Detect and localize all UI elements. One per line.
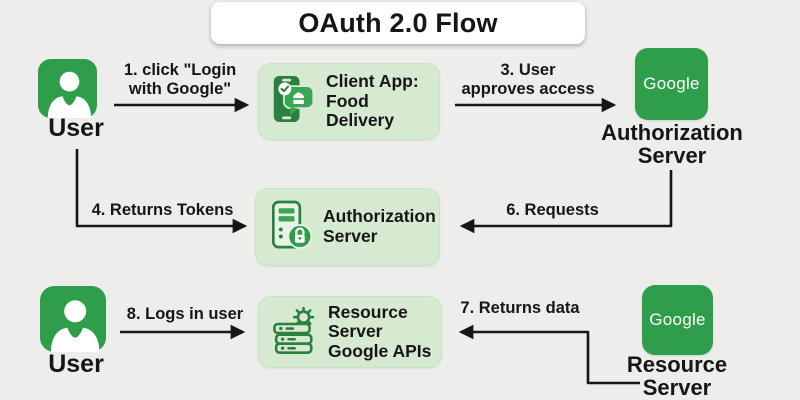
edge-step3-label: 3. User approves access [438,61,618,99]
edge-step8-label: 8. Logs in user [126,305,244,323]
server-gear-icon [271,304,319,361]
diagram-title: OAuth 2.0 Flow [211,2,585,44]
google-resource-label-line: Resource [626,352,728,377]
edge-step4-label: 4. Returns Tokens [91,201,234,219]
client-app-label-line: Food [326,90,369,111]
server-lock-icon [268,199,314,256]
user-bottom-icon [40,286,106,352]
google-resource-logo: Google [642,285,713,355]
diagram-title-text: OAuth 2.0 Flow [298,7,498,38]
google-resource-label-line: Server [642,375,712,400]
resource-server-label-line: Resource [328,301,408,322]
user-top-label: User [48,114,104,142]
resource-server-label: Resource Server Google APIs [328,301,432,362]
edge-step6-label: 6. Requests [506,201,599,219]
google-auth-label-line: Authorization [601,120,743,145]
client-app-label: Client App: Food Delivery [326,72,419,131]
resource-server-label-line: Server [328,321,383,342]
user-bottom-label: User [48,350,104,378]
resource-server-label-line: Google APIs [328,340,432,361]
client-app-node: Client App: Food Delivery [258,63,440,140]
user-top-icon [38,59,97,118]
google-auth-label: Authorization Server [589,121,755,168]
edge-step1-label-line: 1. click "Login [123,61,237,79]
edge-step1-label-line: with Google" [128,79,232,98]
google-auth-logo: Google [635,48,708,120]
google-resource-label: Resource Server [597,353,757,400]
google-auth-label-line: Server [637,143,707,169]
edge-step7-label: 7. Returns data [460,299,580,317]
phone-food-app-icon [271,74,317,129]
google-wordmark: Google [649,310,706,329]
auth-server-node: Authorization Server [255,188,440,266]
edge-step3-label-line: approves access [461,79,595,98]
auth-server-label-line: Server [323,226,378,246]
edge-step1-label: 1. click "Login with Google" [100,61,260,99]
edge-step3-label-line: 3. User [500,61,556,79]
resource-server-node: Resource Server Google APIs [258,296,442,368]
client-app-label-line: Client App: [326,71,419,92]
auth-server-label: Authorization Server [323,207,436,246]
client-app-label-line: Delivery [326,110,395,131]
auth-server-label-line: Authorization [323,206,436,227]
google-wordmark: Google [643,74,700,93]
